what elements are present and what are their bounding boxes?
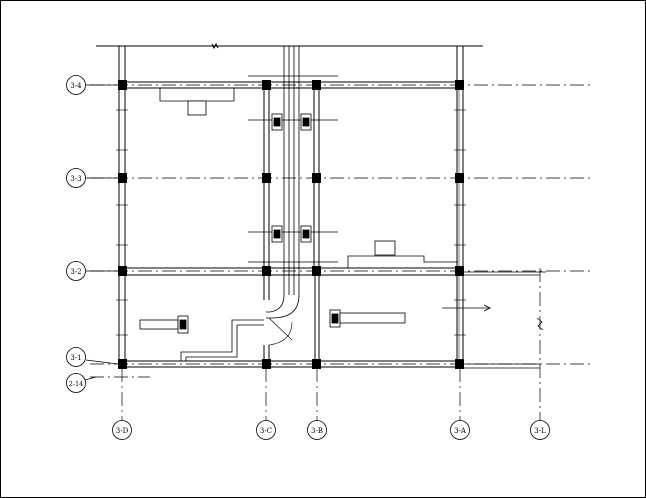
svg-text:3-3: 3-3	[70, 175, 81, 183]
grid-bubble-3-L: 3-L	[530, 420, 550, 440]
grid-bubble-3-C: 3-C	[256, 420, 276, 440]
svg-text:3-D: 3-D	[116, 427, 129, 435]
grid-bubble-3-D: 3-D	[112, 420, 132, 440]
structural-columns	[118, 80, 464, 369]
grid-bubble-3-A: 3-A	[450, 420, 470, 440]
svg-text:2-14: 2-14	[69, 380, 84, 388]
walls	[118, 46, 464, 368]
svg-text:3-4: 3-4	[70, 82, 82, 90]
svg-text:3-2: 3-2	[70, 268, 81, 276]
window-ticks	[116, 109, 466, 336]
svg-text:3-A: 3-A	[454, 427, 467, 435]
grid-bubble-3-2: 3-2	[66, 261, 118, 281]
row-grid-lines	[90, 84, 592, 378]
right-annex	[442, 271, 546, 369]
svg-text:3-C: 3-C	[260, 427, 272, 435]
grid-bubble-3-1: 3-1	[66, 347, 119, 367]
column-stub-lines	[248, 75, 338, 263]
grid-bubble-2-14: 2-14	[66, 373, 97, 393]
vertical-pipe-run	[266, 46, 300, 346]
grid-bubble-3-B: 3-B	[307, 420, 327, 440]
svg-text:3-1: 3-1	[70, 354, 81, 362]
grid-bubble-3-3: 3-3	[66, 168, 118, 188]
svg-text:3-B: 3-B	[311, 427, 323, 435]
column-grid-bubbles: 3-D 3-C 3-B 3-A 3-L	[112, 420, 550, 440]
column-grid-lines	[121, 268, 541, 420]
row-grid-bubbles: 3-4 3-3 3-2 3-1 2-14	[66, 75, 119, 393]
fixture-symbols	[139, 88, 458, 361]
grid-bubble-3-4: 3-4	[66, 75, 118, 95]
top-edge-line	[96, 42, 483, 50]
svg-text:3-L: 3-L	[534, 427, 546, 435]
